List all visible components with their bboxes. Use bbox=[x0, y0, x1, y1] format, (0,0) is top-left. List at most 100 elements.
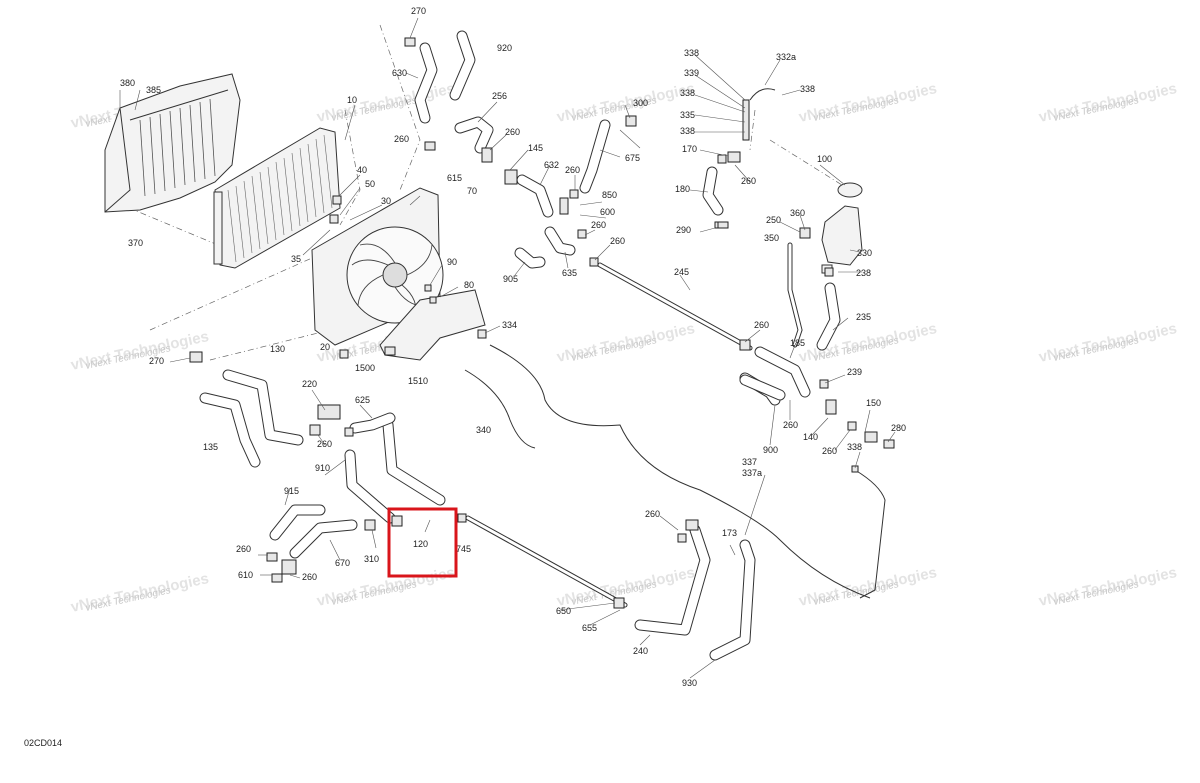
highlight-box-part-120 bbox=[387, 507, 458, 578]
callout-260[interactable]: 260 bbox=[822, 446, 837, 456]
callout-260[interactable]: 260 bbox=[565, 165, 580, 175]
callout-370[interactable]: 370 bbox=[128, 238, 143, 248]
callout-labels: 270 920 630 256 300 10 260 260 145 632 6… bbox=[120, 6, 906, 688]
callout-80[interactable]: 80 bbox=[464, 280, 474, 290]
callout-260[interactable]: 260 bbox=[741, 176, 756, 186]
callout-1510[interactable]: 1510 bbox=[408, 376, 428, 386]
callout-915[interactable]: 915 bbox=[284, 486, 299, 496]
callout-360[interactable]: 360 bbox=[790, 208, 805, 218]
callout-340[interactable]: 340 bbox=[476, 425, 491, 435]
fittings bbox=[189, 37, 895, 609]
callout-350[interactable]: 350 bbox=[764, 233, 779, 243]
callout-30[interactable]: 30 bbox=[381, 196, 391, 206]
callout-600[interactable]: 600 bbox=[600, 207, 615, 217]
callout-40[interactable]: 40 bbox=[357, 165, 367, 175]
callout-170[interactable]: 170 bbox=[682, 144, 697, 154]
callout-100[interactable]: 100 bbox=[817, 154, 832, 164]
callout-35[interactable]: 35 bbox=[291, 254, 301, 264]
callout-920[interactable]: 920 bbox=[497, 43, 512, 53]
callout-300[interactable]: 300 bbox=[633, 98, 648, 108]
callout-245[interactable]: 245 bbox=[674, 267, 689, 277]
callout-256[interactable]: 256 bbox=[492, 91, 507, 101]
callout-145[interactable]: 145 bbox=[528, 143, 543, 153]
callout-173[interactable]: 173 bbox=[722, 528, 737, 538]
tubes bbox=[464, 242, 886, 608]
callout-260[interactable]: 260 bbox=[505, 127, 520, 137]
callout-238[interactable]: 238 bbox=[856, 268, 871, 278]
callout-260[interactable]: 260 bbox=[645, 509, 660, 519]
callout-260[interactable]: 260 bbox=[317, 439, 332, 449]
hoses bbox=[199, 30, 841, 661]
callout-610[interactable]: 610 bbox=[238, 570, 253, 580]
callout-670[interactable]: 670 bbox=[335, 558, 350, 568]
callout-150[interactable]: 150 bbox=[866, 398, 881, 408]
callout-338[interactable]: 338 bbox=[800, 84, 815, 94]
callout-615[interactable]: 615 bbox=[447, 173, 462, 183]
callout-120[interactable]: 120 bbox=[413, 539, 428, 549]
callout-630[interactable]: 630 bbox=[392, 68, 407, 78]
callout-20[interactable]: 20 bbox=[320, 342, 330, 352]
callout-130[interactable]: 130 bbox=[270, 344, 285, 354]
callout-655[interactable]: 655 bbox=[582, 623, 597, 633]
callout-338[interactable]: 338 bbox=[680, 126, 695, 136]
callout-140[interactable]: 140 bbox=[803, 432, 818, 442]
callout-334[interactable]: 334 bbox=[502, 320, 517, 330]
callout-650[interactable]: 650 bbox=[556, 606, 571, 616]
callout-910[interactable]: 910 bbox=[315, 463, 330, 473]
callout-270[interactable]: 270 bbox=[149, 356, 164, 366]
callout-270[interactable]: 270 bbox=[411, 6, 426, 16]
callout-635[interactable]: 635 bbox=[562, 268, 577, 278]
callout-930[interactable]: 930 bbox=[682, 678, 697, 688]
callout-905[interactable]: 905 bbox=[503, 274, 518, 284]
callout-260[interactable]: 260 bbox=[394, 134, 409, 144]
callout-332a[interactable]: 332a bbox=[776, 52, 796, 62]
callout-310[interactable]: 310 bbox=[364, 554, 379, 564]
callout-280[interactable]: 280 bbox=[891, 423, 906, 433]
radiator-housing bbox=[104, 73, 241, 213]
callout-260[interactable]: 260 bbox=[236, 544, 251, 554]
fan-assembly bbox=[311, 187, 486, 361]
callout-220[interactable]: 220 bbox=[302, 379, 317, 389]
callout-260[interactable]: 260 bbox=[754, 320, 769, 330]
callout-235[interactable]: 235 bbox=[856, 312, 871, 322]
callout-250[interactable]: 250 bbox=[766, 215, 781, 225]
callout-290[interactable]: 290 bbox=[676, 225, 691, 235]
callout-337[interactable]: 337 bbox=[742, 457, 757, 467]
callout-338[interactable]: 338 bbox=[680, 88, 695, 98]
callout-337a[interactable]: 337a bbox=[742, 468, 762, 478]
callout-632[interactable]: 632 bbox=[544, 160, 559, 170]
callout-70[interactable]: 70 bbox=[467, 186, 477, 196]
callout-50[interactable]: 50 bbox=[365, 179, 375, 189]
callout-260[interactable]: 260 bbox=[302, 572, 317, 582]
callout-900[interactable]: 900 bbox=[763, 445, 778, 455]
callout-240[interactable]: 240 bbox=[633, 646, 648, 656]
callout-335[interactable]: 335 bbox=[680, 110, 695, 120]
callout-260[interactable]: 260 bbox=[783, 420, 798, 430]
radiator-core bbox=[213, 127, 341, 269]
callout-239[interactable]: 239 bbox=[847, 367, 862, 377]
callout-1500[interactable]: 1500 bbox=[355, 363, 375, 373]
leader-lines bbox=[119, 17, 896, 679]
callout-185[interactable]: 185 bbox=[790, 338, 805, 348]
callout-625[interactable]: 625 bbox=[355, 395, 370, 405]
callout-385[interactable]: 385 bbox=[146, 85, 161, 95]
callout-675[interactable]: 675 bbox=[625, 153, 640, 163]
callout-338[interactable]: 338 bbox=[847, 442, 862, 452]
callout-260[interactable]: 260 bbox=[610, 236, 625, 246]
callout-339[interactable]: 339 bbox=[684, 68, 699, 78]
callout-135[interactable]: 135 bbox=[203, 442, 218, 452]
callout-850[interactable]: 850 bbox=[602, 190, 617, 200]
callout-10[interactable]: 10 bbox=[347, 95, 357, 105]
callout-180[interactable]: 180 bbox=[675, 184, 690, 194]
callout-745[interactable]: 745 bbox=[456, 544, 471, 554]
callout-380[interactable]: 380 bbox=[120, 78, 135, 88]
callout-90[interactable]: 90 bbox=[447, 257, 457, 267]
diagram-code: 02CD014 bbox=[24, 738, 62, 748]
callout-338[interactable]: 338 bbox=[684, 48, 699, 58]
callout-260[interactable]: 260 bbox=[591, 220, 606, 230]
callout-330[interactable]: 330 bbox=[857, 248, 872, 258]
coolant-tank bbox=[821, 182, 863, 274]
